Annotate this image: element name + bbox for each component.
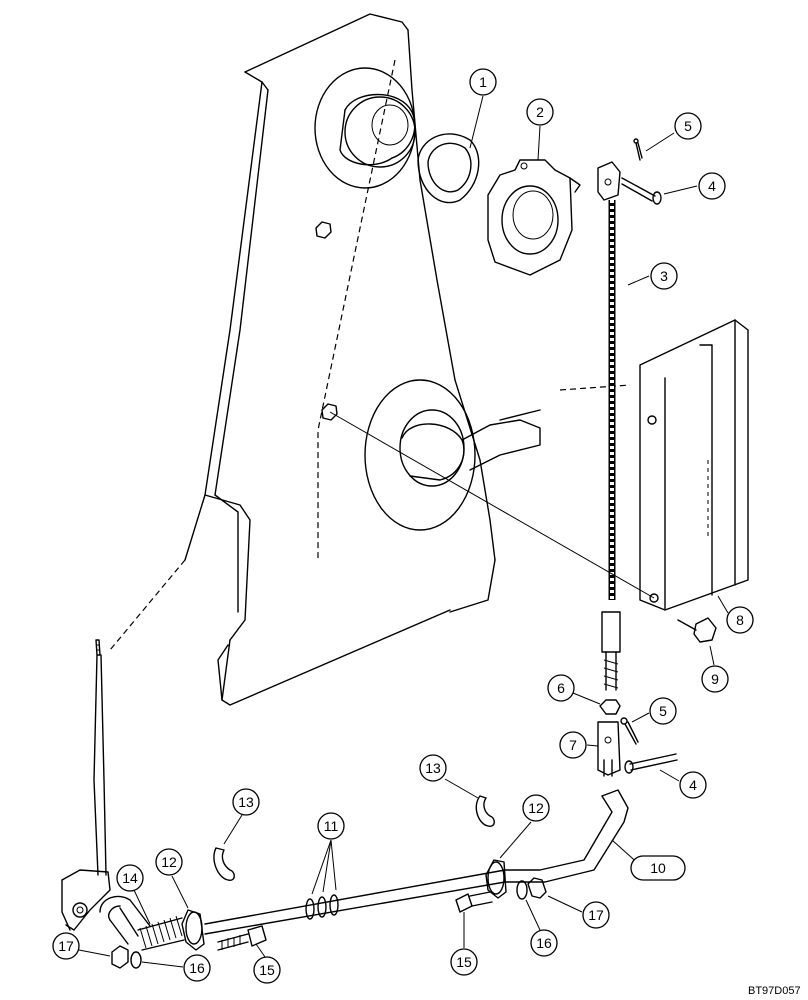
loader-frame — [109, 13, 631, 706]
svg-text:11: 11 — [324, 818, 339, 834]
svg-text:2: 2 — [536, 104, 544, 120]
svg-text:5: 5 — [659, 703, 667, 719]
callout-16-right: 16 — [525, 899, 558, 957]
part-6-nut — [599, 699, 621, 715]
part-5-cotter-pin-lower — [620, 717, 639, 745]
callout-7: 7 — [559, 731, 599, 759]
drawing-code: BT97D057 — [748, 985, 801, 997]
svg-text:3: 3 — [660, 268, 668, 284]
part-4-pin-top — [621, 177, 662, 205]
part-10-rod — [204, 789, 629, 935]
callout-13-left: 13 — [223, 788, 260, 845]
alignment-line — [329, 411, 655, 599]
callout-17-left: 17 — [52, 932, 111, 960]
svg-text:16: 16 — [536, 935, 552, 951]
svg-text:5: 5 — [684, 118, 692, 134]
callout-3: 3 — [627, 262, 678, 290]
callout-15-right: 15 — [450, 912, 478, 976]
part-11-washers — [305, 894, 339, 920]
part-5-cotter-pin-top — [633, 138, 643, 161]
callout-9: 9 — [701, 645, 729, 693]
svg-text:1: 1 — [479, 74, 487, 90]
part-1-wear-ring — [417, 133, 480, 204]
callout-15-left: 15 — [253, 943, 281, 984]
callout-2: 2 — [526, 98, 554, 161]
part-4-pin-lower — [624, 753, 678, 774]
svg-text:16: 16 — [189, 960, 205, 976]
callout-5-top: 5 — [645, 112, 702, 152]
part-15-bolt-right — [455, 891, 493, 913]
callout-12-left: 12 — [155, 848, 189, 909]
part-17-nut-left — [111, 945, 129, 969]
callout-6: 6 — [547, 674, 601, 705]
part-12-flange-right — [485, 859, 507, 899]
callout-4-lower: 4 — [659, 769, 707, 799]
svg-text:12: 12 — [161, 854, 177, 870]
part-13-clip-right — [475, 795, 495, 827]
svg-text:6: 6 — [557, 680, 565, 696]
svg-text:9: 9 — [711, 671, 719, 687]
callout-14: 14 — [116, 864, 151, 925]
svg-text:10: 10 — [650, 860, 666, 876]
svg-text:15: 15 — [456, 954, 472, 970]
callout-17-right: 17 — [547, 895, 610, 929]
part-15-bolt-left — [217, 925, 267, 951]
part-17-nut-right — [527, 877, 547, 899]
upper-pivot-boss — [314, 67, 416, 239]
svg-text:4: 4 — [689, 777, 697, 793]
callout-4-top: 4 — [663, 172, 726, 200]
svg-text:8: 8 — [736, 612, 744, 628]
callout-10: 10 — [611, 839, 686, 881]
svg-text:13: 13 — [425, 760, 441, 776]
svg-text:7: 7 — [569, 737, 577, 753]
svg-text:4: 4 — [708, 178, 716, 194]
svg-text:17: 17 — [588, 907, 604, 923]
callout-5-lower: 5 — [631, 697, 677, 725]
callout-11: 11 — [311, 812, 345, 895]
svg-text:17: 17 — [58, 938, 74, 954]
callout-1: 1 — [469, 68, 497, 149]
callout-16-left: 16 — [141, 954, 211, 982]
part-16-washer-left — [130, 951, 142, 969]
part-7-clevis — [597, 721, 621, 777]
part-16-washer-right — [516, 880, 528, 900]
svg-text:13: 13 — [238, 794, 254, 810]
part-13-clip-left — [213, 847, 235, 881]
control-lever — [61, 639, 111, 931]
part-2-plate — [487, 159, 581, 276]
lower-pivot-boss — [321, 379, 541, 531]
part-14-spring — [99, 895, 185, 951]
svg-text:12: 12 — [528, 800, 544, 816]
part-3-cable — [597, 161, 621, 691]
svg-text:15: 15 — [259, 962, 275, 978]
part-9-bolt — [677, 617, 717, 643]
callout-13-right: 13 — [419, 754, 479, 799]
part-12-flange-left — [181, 909, 205, 951]
part-8-shield — [639, 319, 749, 611]
callout-12-right: 12 — [499, 794, 550, 859]
svg-text:14: 14 — [122, 870, 138, 886]
callout-8: 8 — [717, 595, 754, 634]
